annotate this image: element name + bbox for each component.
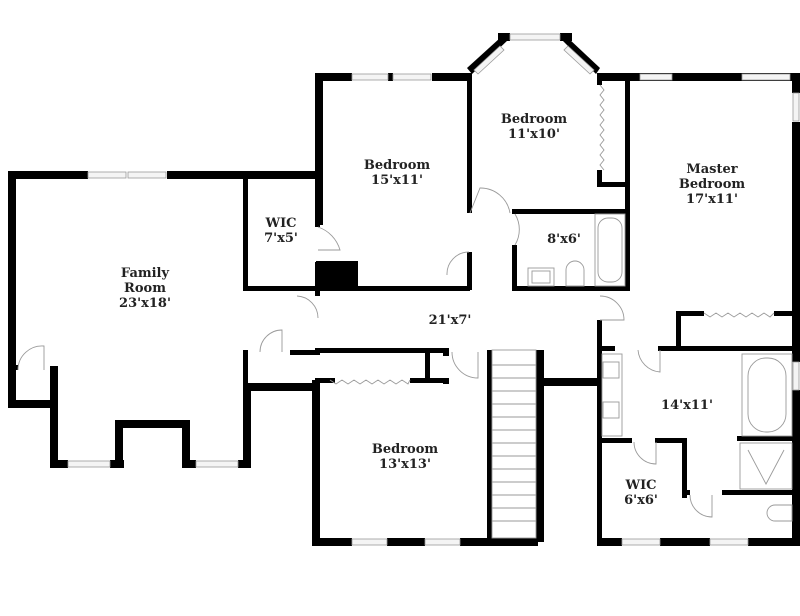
room-label-bath-8x6: 8'x6' [547, 232, 581, 247]
room-name: WIC [265, 216, 297, 231]
room-name: Bedroom [371, 442, 439, 457]
stairs [491, 349, 537, 539]
room-label-bedroom-15x11: Bedroom 15'x11' [364, 158, 430, 188]
room-label-bedroom-11x10: Bedroom 11'x10' [501, 112, 567, 142]
room-dimensions: 6'x6' [624, 493, 658, 508]
windows [67, 33, 800, 546]
room-name: Bedroom [500, 112, 568, 127]
room-name: WIC [625, 478, 657, 493]
room-label-bedroom-13x13: Bedroom 13'x13' [372, 442, 438, 472]
walls [8, 33, 800, 546]
room-dimensions: 8'x6' [547, 232, 581, 247]
room-dimensions: 14'x11' [661, 398, 713, 413]
room-dimensions: 13'x13' [379, 457, 431, 472]
room-name: Family [120, 266, 170, 281]
room-label-master-bedroom: Master Bedroom 17'x11' [679, 162, 745, 207]
room-label-family-room: Family Room 23'x18' [119, 266, 171, 311]
room-name: Bedroom [678, 177, 746, 192]
room-dimensions: 23'x18' [119, 296, 171, 311]
room-label-master-bath: 14'x11' [661, 398, 713, 413]
room-dimensions: 11'x10' [508, 127, 560, 142]
doors [17, 187, 713, 518]
room-label-wic-2: WIC 6'x6' [624, 478, 658, 508]
room-dimensions: 7'x5' [264, 231, 298, 246]
room-dimensions: 21'x7' [428, 313, 472, 328]
room-label-wic-1: WIC 7'x5' [264, 216, 298, 246]
room-name: Bedroom [363, 158, 431, 173]
closet-doors [329, 84, 775, 385]
room-name: Room [124, 281, 166, 296]
fixtures [527, 213, 793, 522]
room-name: Master [686, 162, 738, 177]
room-dimensions: 15'x11' [371, 173, 423, 188]
room-dimensions: 17'x11' [686, 192, 738, 207]
room-label-hall: 21'x7' [429, 313, 472, 328]
